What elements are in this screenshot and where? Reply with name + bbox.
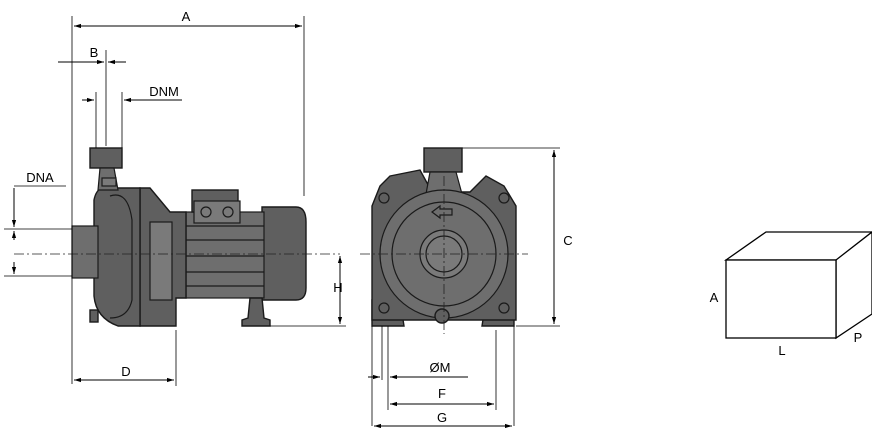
dimension-a: A [71,9,305,384]
dimension-om: ØM [368,360,468,380]
dimension-c: C [462,147,573,327]
dimension-d: D [74,330,177,386]
front-view: C ØM F G [360,147,573,429]
label-b: B [90,45,99,60]
pump-side-illustration [14,147,340,327]
box-label-l: L [778,343,785,358]
label-dnm: DNM [149,84,179,99]
label-g: G [437,410,447,425]
dimension-dnm: DNM [82,84,182,148]
side-view: A B DNM DNA [4,9,346,386]
label-h: H [333,280,342,295]
label-c: C [563,233,572,248]
box-label-p: P [854,330,863,345]
label-f: F [438,386,446,401]
label-a: A [182,9,191,24]
label-dna: DNA [26,170,54,185]
dimension-b: B [58,45,126,146]
dimension-f: F [390,386,494,407]
pump-front-illustration [360,147,528,334]
label-d: D [121,364,130,379]
package-box: A L P [710,231,872,358]
label-om: ØM [430,360,451,375]
dimension-h: H [270,256,346,327]
dimension-g: G [374,410,512,429]
box-label-a: A [710,290,719,305]
dimension-dna: DNA [4,170,72,277]
